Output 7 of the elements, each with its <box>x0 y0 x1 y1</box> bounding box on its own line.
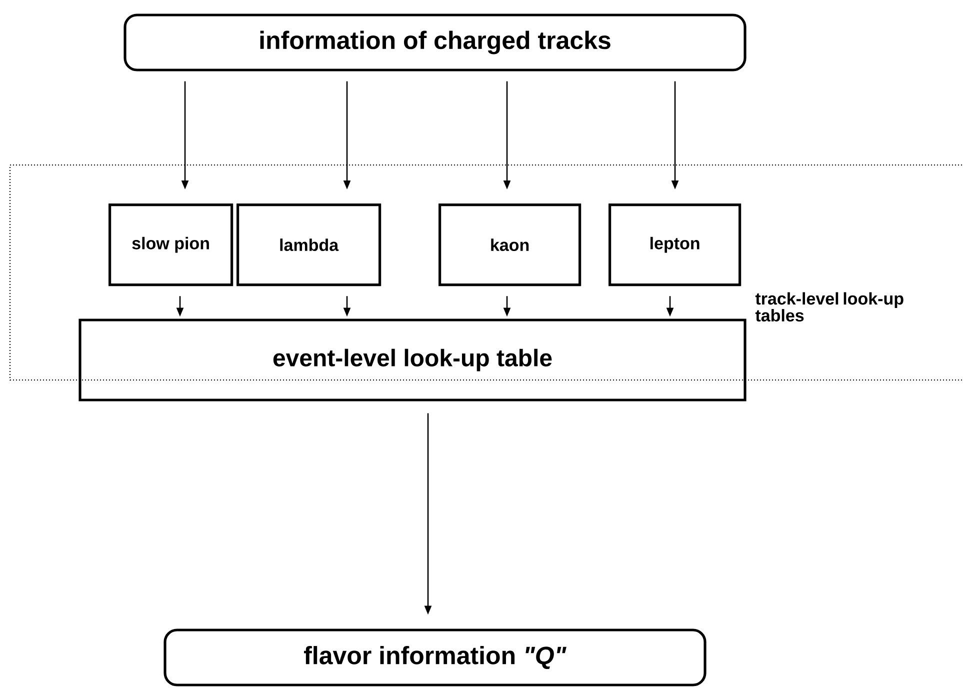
process-box: lambda <box>236 204 382 286</box>
process-box: event-level look-up table <box>78 318 746 402</box>
process-box: lepton <box>608 204 742 286</box>
process-box: slow pion <box>108 204 234 286</box>
process-box: kaon <box>438 204 582 286</box>
rounded-box: information of charged tracks <box>124 14 746 72</box>
rounded-box: flavor information "Q" <box>164 628 706 686</box>
